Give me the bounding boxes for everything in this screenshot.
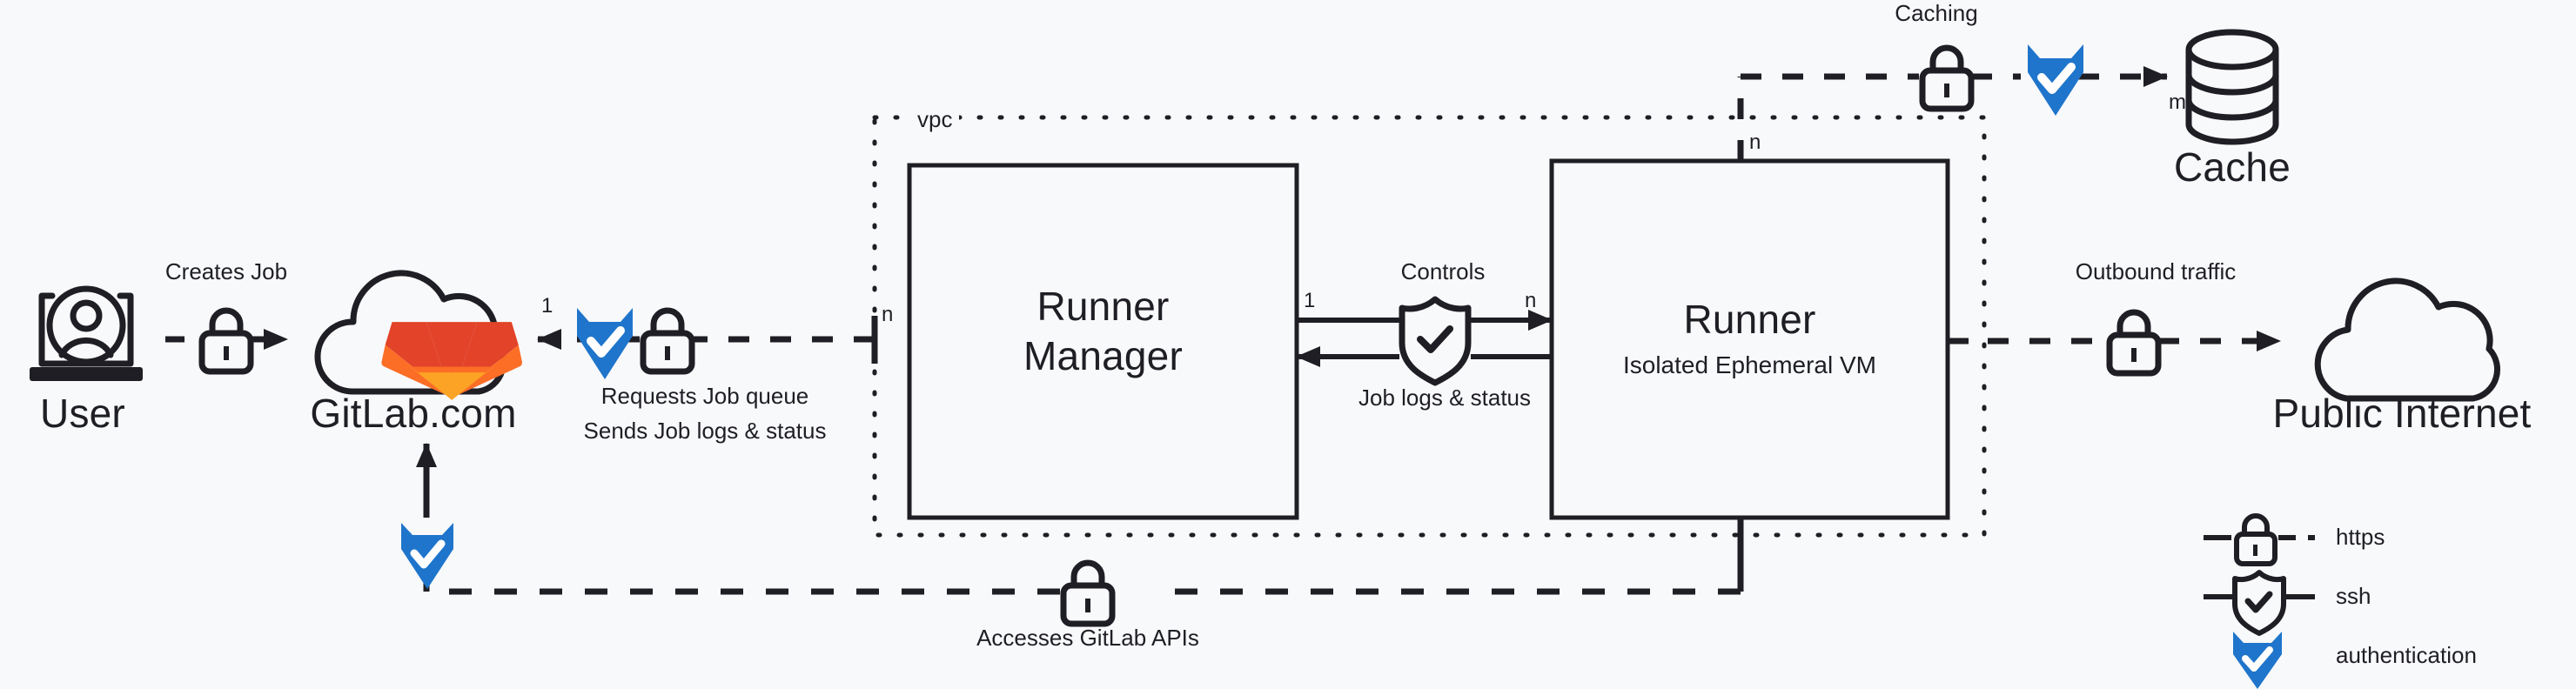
edge-label-outbound: Outbound traffic bbox=[2075, 258, 2237, 284]
node-label-runner-subtitle: Isolated Ephemeral VM bbox=[1622, 351, 1877, 378]
edge-label-caching: Caching bbox=[1895, 0, 1978, 26]
runner-vm-box bbox=[1549, 158, 1950, 520]
edge-label-creates-job: Creates Job bbox=[164, 258, 288, 284]
multiplicity-gitlab-in: 1 bbox=[541, 294, 553, 318]
node-label-gitlab: GitLab.com bbox=[310, 391, 517, 436]
node-label-cache: Cache bbox=[2174, 144, 2291, 190]
vpc-label: vpc bbox=[910, 106, 960, 133]
legend-label-authentication: authentication bbox=[2336, 642, 2477, 668]
user-laptop-icon bbox=[30, 285, 143, 381]
runner-manager-box bbox=[907, 163, 1299, 520]
node-label-runner-manager-line1: Runner bbox=[1036, 284, 1170, 329]
legend-gitlab-auth-badge-icon bbox=[2233, 632, 2282, 689]
multiplicity-manager-left: n bbox=[882, 303, 894, 326]
node-label-user: User bbox=[40, 391, 125, 436]
database-icon bbox=[2185, 29, 2279, 145]
lock-icon-outbound bbox=[2106, 309, 2162, 377]
multiplicity-cache-in: m bbox=[2169, 90, 2186, 114]
multiplicity-runner-top: n bbox=[1749, 130, 1761, 154]
node-label-runner-title: Runner bbox=[1683, 297, 1816, 342]
multiplicity-manager-right: 1 bbox=[1304, 289, 1316, 312]
gitlab-auth-badge-icon-accesses-apis bbox=[401, 523, 453, 589]
edge-label-controls: Controls bbox=[1400, 258, 1486, 284]
node-label-runner-manager-line2: Manager bbox=[1023, 333, 1183, 378]
cloud-icon bbox=[2314, 278, 2501, 402]
lock-icon-creates-job bbox=[198, 307, 254, 375]
lock-icon-caching bbox=[1919, 44, 1975, 112]
lock-icon-requests-job bbox=[640, 307, 695, 375]
legend-label-ssh: ssh bbox=[2336, 583, 2371, 609]
edge-label-job-logs: Job logs & status bbox=[1358, 385, 1531, 411]
legend-label-https: https bbox=[2336, 524, 2385, 550]
gitlab-auth-badge-icon-caching bbox=[2028, 44, 2083, 116]
multiplicity-runner-left: n bbox=[1525, 289, 1537, 312]
node-label-public-internet: Public Internet bbox=[2272, 391, 2532, 436]
gitlab-tanuki-icon bbox=[381, 322, 523, 400]
legend-shield-check-icon bbox=[2232, 570, 2286, 636]
shield-check-icon-controls bbox=[1399, 296, 1472, 386]
vpc-boundary bbox=[872, 115, 1987, 538]
edge-label-accesses-apis: Accesses GitLab APIs bbox=[976, 625, 1199, 651]
edge-label-requests-job-line1: Requests Job queue bbox=[600, 383, 809, 409]
gitlab-auth-badge-icon-requests-job bbox=[577, 308, 633, 379]
edge-label-requests-job-line2: Sends Job logs & status bbox=[583, 418, 827, 444]
legend-lock-icon bbox=[2234, 513, 2277, 566]
lock-icon-accesses-apis bbox=[1060, 559, 1116, 627]
